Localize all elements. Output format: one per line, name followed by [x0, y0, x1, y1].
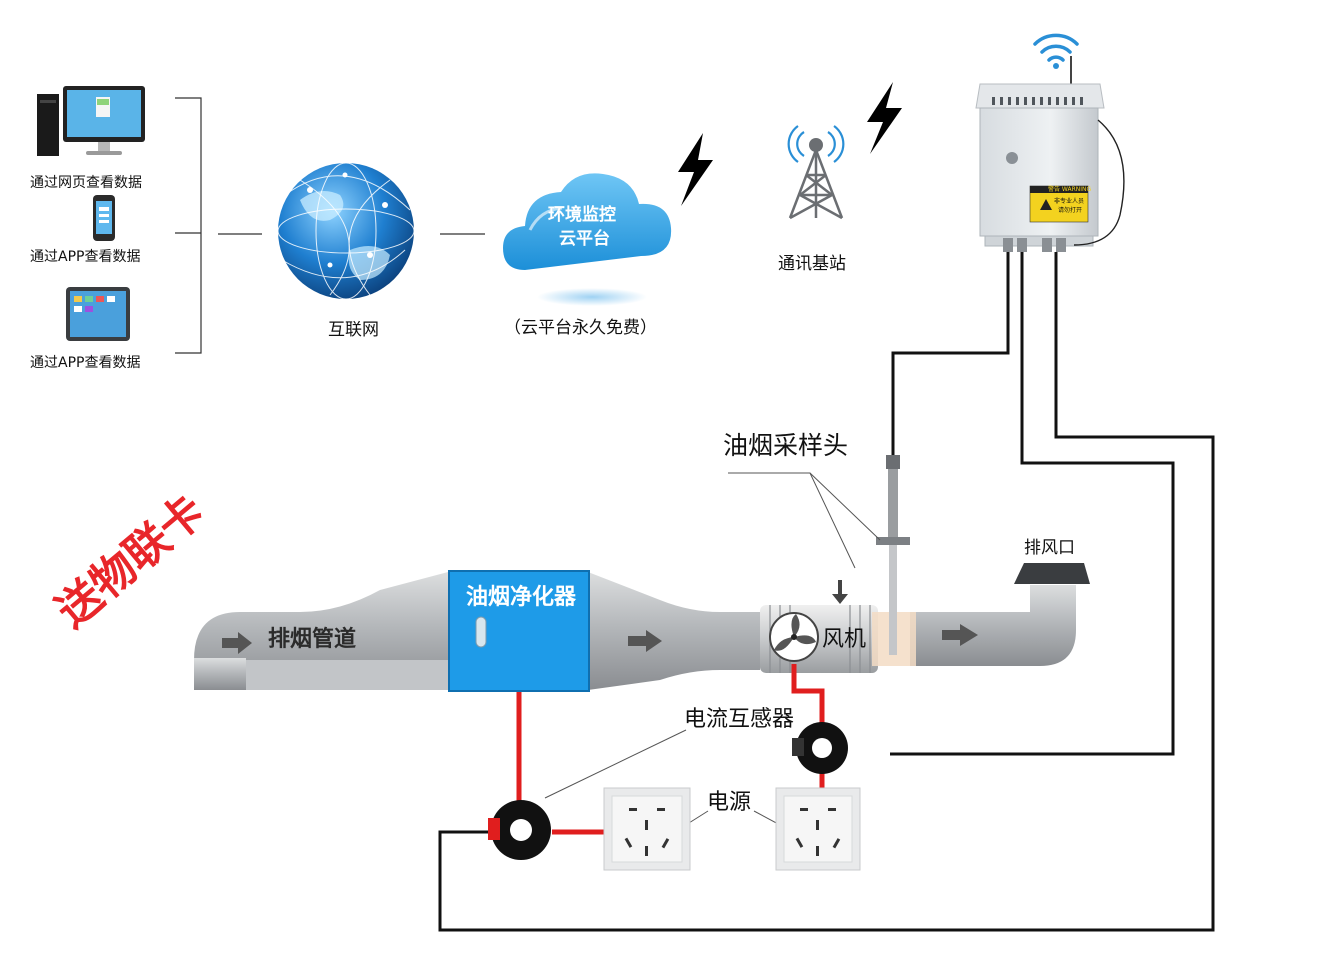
monitor-box-icon: [975, 33, 1125, 252]
client-bracket: [175, 97, 485, 354]
internet-label: 互联网: [328, 320, 379, 340]
purifier-label: 油烟净化器: [466, 585, 577, 610]
cell-tower-icon: [787, 125, 845, 220]
warning-title: 警告 WARNING: [1048, 186, 1092, 193]
current-transformer-right: [792, 722, 848, 774]
current-transformer-left: [488, 800, 551, 860]
socket-icon: [603, 787, 691, 871]
power-label: 电源: [707, 790, 752, 815]
tablet-icon: [66, 287, 130, 341]
socket-icon: [775, 787, 861, 871]
airflow-arrows: [222, 580, 978, 654]
lightning-bolt-icon: [678, 82, 902, 206]
exhaust-duct: [194, 563, 1090, 690]
cloud-icon: [503, 173, 672, 306]
fan-label: 风机: [822, 627, 867, 652]
current-sensor-label: 电流互感器: [684, 707, 795, 732]
purifier-box: [448, 570, 590, 692]
fan-icon: [769, 612, 819, 662]
probe-label: 油烟采样头: [723, 431, 849, 460]
cloud-note: （云平台永久免费）: [504, 318, 657, 338]
desktop-computer-icon: [37, 86, 145, 156]
client-desktop-label: 通过网页查看数据: [30, 175, 142, 191]
base-station-label: 通讯基站: [778, 254, 846, 274]
cloud-title-line2: 云平台: [559, 229, 610, 249]
client-phone-label: 通过APP查看数据: [30, 249, 141, 265]
duct-label: 排烟管道: [268, 627, 357, 652]
cloud-title-line1: 环境监控: [548, 205, 616, 225]
smartphone-icon: [93, 195, 115, 241]
warning-text-1: 非专业人员: [1054, 198, 1085, 205]
exhaust-outlet-label: 排风口: [1024, 538, 1075, 558]
client-tablet-label: 通过APP查看数据: [30, 355, 141, 371]
globe-icon: [277, 162, 415, 300]
warning-text-2: 请勿打开: [1058, 207, 1083, 214]
sampling-probe: [876, 455, 910, 655]
signal-cables: [438, 252, 1215, 932]
